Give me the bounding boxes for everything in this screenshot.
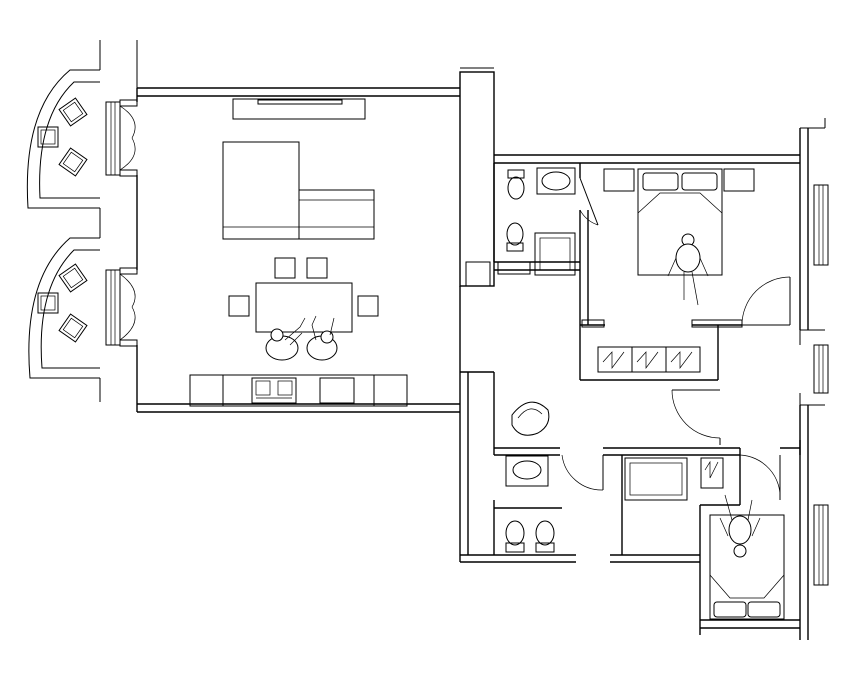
kitchen-counter	[189, 374, 408, 407]
balcony-upper	[26, 40, 138, 209]
shower-lower	[624, 457, 688, 501]
door-hall	[671, 389, 721, 445]
balcony-armchair-6	[58, 313, 88, 343]
balcony-lower	[28, 208, 101, 402]
sofa	[222, 141, 375, 240]
person-dining-1	[265, 317, 306, 361]
kitchen-sink	[251, 377, 297, 404]
person-dining-2	[306, 315, 338, 361]
balcony-armchair-5	[37, 292, 59, 314]
door-bathroom-lower	[561, 454, 604, 491]
window-right-upper	[813, 184, 829, 266]
window-left-lower	[105, 267, 138, 347]
balcony-armchair-1	[58, 97, 88, 127]
window-right-lower	[813, 504, 829, 586]
toilet-lower	[505, 520, 525, 553]
window-left-upper	[105, 99, 138, 177]
dining-table	[255, 282, 353, 333]
toilet-upper	[507, 169, 525, 200]
bidet-upper	[506, 222, 524, 252]
bathroom-shelf	[497, 261, 531, 275]
storage-shelf	[700, 457, 724, 489]
shower-upper	[534, 232, 576, 276]
balcony-armchair-4	[58, 263, 88, 293]
nightstand-left	[603, 168, 635, 192]
walls	[136, 67, 826, 640]
hallway-armchair	[511, 401, 550, 436]
window-right-middle	[813, 344, 829, 394]
person-bed	[667, 233, 709, 306]
wardrobe	[597, 346, 701, 373]
nightstand-right	[723, 168, 755, 192]
tv-unit	[232, 98, 366, 120]
washbasin-upper	[536, 167, 576, 195]
bedroom-sill-left	[581, 319, 605, 328]
balcony-armchair-3	[58, 147, 88, 177]
twin-beds	[709, 514, 785, 620]
double-bed	[637, 168, 723, 276]
door-small-bedroom	[739, 454, 781, 501]
door-main-bedroom	[741, 276, 791, 326]
bedroom-sill	[691, 319, 743, 328]
balcony-armchair-2	[37, 126, 59, 148]
dining-chairs	[228, 257, 379, 317]
door-bathroom-upper	[579, 177, 599, 226]
person-small-bedroom	[719, 494, 761, 558]
washbasin-lower	[505, 455, 549, 487]
bidet-lower	[535, 520, 555, 553]
